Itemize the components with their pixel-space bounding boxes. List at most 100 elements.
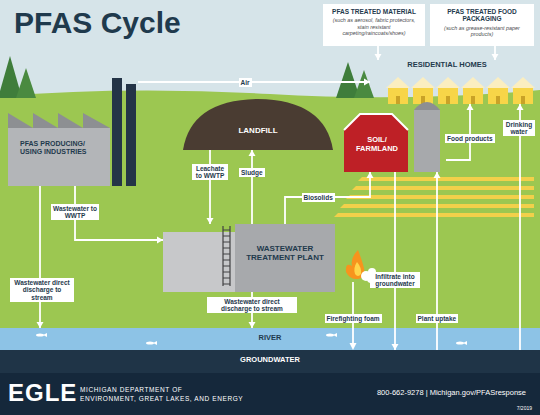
groundwater-band: GROUNDWATER	[0, 350, 540, 373]
arrow-head	[492, 54, 499, 60]
arrow-head	[467, 104, 474, 110]
flow-connector	[37, 186, 44, 328]
farm-barn: SOIL/ FARMLAND	[342, 100, 446, 172]
edge-label: Leachate to WWTP	[192, 164, 228, 181]
house-body	[413, 87, 433, 104]
flow-line	[394, 172, 396, 350]
flow-line	[446, 104, 470, 160]
landfill-mound	[183, 99, 333, 150]
node-heading: RESIDENTIAL HOMES	[392, 61, 502, 70]
flow-connector	[492, 46, 499, 60]
barn-trim	[344, 114, 408, 130]
fish	[456, 341, 464, 344]
fish-tail	[153, 341, 157, 345]
flow-line	[209, 150, 211, 224]
house-door	[521, 96, 525, 104]
edge-label: Air	[239, 78, 252, 87]
node-heading: WASTEWATER TREATMENT PLANT	[239, 244, 331, 262]
node-heading: SOIL/ FARMLAND	[348, 136, 406, 153]
house-door	[396, 96, 400, 104]
flow-connector	[138, 79, 370, 86]
treatment-building	[235, 224, 335, 292]
node-illustration	[8, 78, 138, 186]
node-illustration	[183, 96, 333, 150]
house-body	[388, 87, 408, 104]
flow-connector	[285, 172, 374, 224]
crop-row	[352, 186, 534, 190]
ladder-rung	[223, 260, 230, 261]
factory-body	[8, 128, 110, 186]
note-label: Firefighting foam	[325, 314, 382, 323]
info-box: PFAS TREATED FOOD PACKAGING (such as grea…	[430, 4, 534, 46]
node-heading: RIVER	[0, 334, 540, 343]
node-body: (such as grease-resistant paper products…	[434, 25, 530, 37]
flow-line	[138, 81, 370, 83]
tree	[16, 68, 36, 98]
house-door	[446, 96, 450, 104]
flow-line	[436, 172, 438, 350]
flow-connector	[434, 172, 441, 350]
crop-row	[358, 177, 534, 181]
diagram-title: PFAS Cycle	[14, 6, 181, 40]
arrow-head	[157, 237, 163, 244]
house-roof	[486, 77, 510, 88]
house-roof	[511, 77, 535, 88]
ladder-rung	[223, 248, 230, 249]
edge-label: Wastewater direct discharge to stream	[207, 297, 297, 314]
crop-row	[334, 213, 534, 217]
arrow-head	[434, 172, 441, 178]
edge-label: Infiltrate into groundwater	[370, 272, 420, 289]
flow-connector	[249, 150, 256, 224]
ground	[0, 90, 540, 330]
ladder-rung	[223, 266, 230, 267]
fish	[146, 341, 154, 344]
house-body	[438, 87, 458, 104]
node-heading: PFAS TREATED FOOD PACKAGING	[434, 8, 530, 23]
ladder-rung	[223, 272, 230, 273]
fish	[36, 333, 44, 336]
ladder-rail	[222, 226, 223, 286]
footer-text: MICHIGAN DEPARTMENT OF	[80, 386, 182, 393]
arrow-head	[375, 54, 382, 60]
silo	[414, 110, 440, 172]
footer-text: 800-662-9278 | Michigan.gov/PFASresponse	[377, 388, 526, 397]
ladder-rail	[229, 226, 230, 286]
house-body	[488, 87, 508, 104]
house-roof	[461, 77, 485, 88]
barn	[344, 114, 408, 172]
landfill-mound: LANDFILL	[183, 96, 333, 150]
ladder-rung	[223, 242, 230, 243]
ladder-rung	[223, 230, 230, 231]
treatment-plant: WASTEWATER TREATMENT PLANT	[163, 224, 335, 292]
fish	[326, 333, 334, 336]
node-heading: LANDFILL	[183, 126, 333, 135]
arrow-head	[37, 322, 44, 328]
node-body: (such as aerosol, fabric protectors, sta…	[327, 17, 421, 36]
arrow-head	[392, 344, 399, 350]
ladder-rung	[223, 278, 230, 279]
fish-tail	[463, 341, 467, 345]
fish-tail	[333, 333, 337, 337]
footer-text: EGLE	[8, 379, 77, 407]
house-roof	[411, 77, 435, 88]
house-body	[463, 87, 483, 104]
house-roof	[436, 77, 460, 88]
node-heading: PFAS TREATED MATERIAL	[327, 8, 421, 15]
house-door	[496, 96, 500, 104]
flow-connector	[446, 104, 474, 160]
footer-text: ENVIRONMENT, GREAT LAKES, AND ENERGY	[80, 395, 243, 402]
flow-connector	[207, 150, 214, 224]
tree	[354, 70, 374, 98]
flow-connector	[392, 172, 399, 350]
ladder-rung	[223, 284, 230, 285]
arrow-head	[364, 79, 370, 86]
info-box: PFAS TREATED MATERIAL (such as aerosol, f…	[323, 4, 425, 46]
fire-flame-core	[354, 262, 361, 276]
flow-line	[39, 186, 41, 328]
node-heading: GROUNDWATER	[0, 356, 540, 365]
ladder-rung	[223, 254, 230, 255]
arrow-head	[249, 150, 256, 156]
footer-text: 7/2019	[517, 405, 532, 411]
footer-bar	[0, 373, 540, 415]
